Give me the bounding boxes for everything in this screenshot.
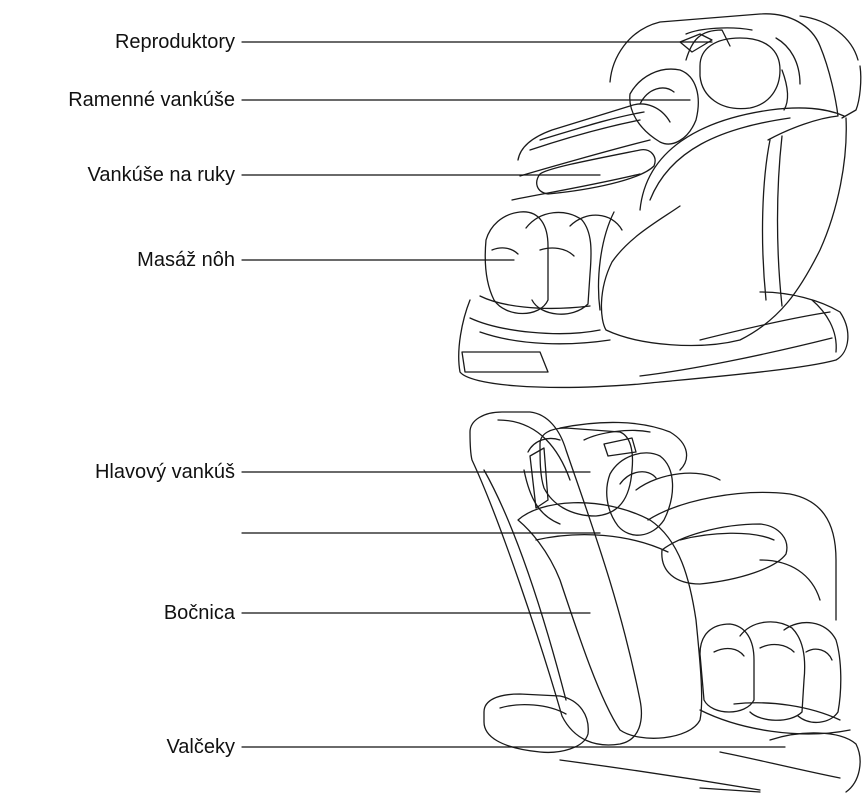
bottom-massage-chair	[470, 412, 860, 792]
top-massage-chair	[459, 14, 861, 388]
leader-lines	[242, 42, 785, 747]
